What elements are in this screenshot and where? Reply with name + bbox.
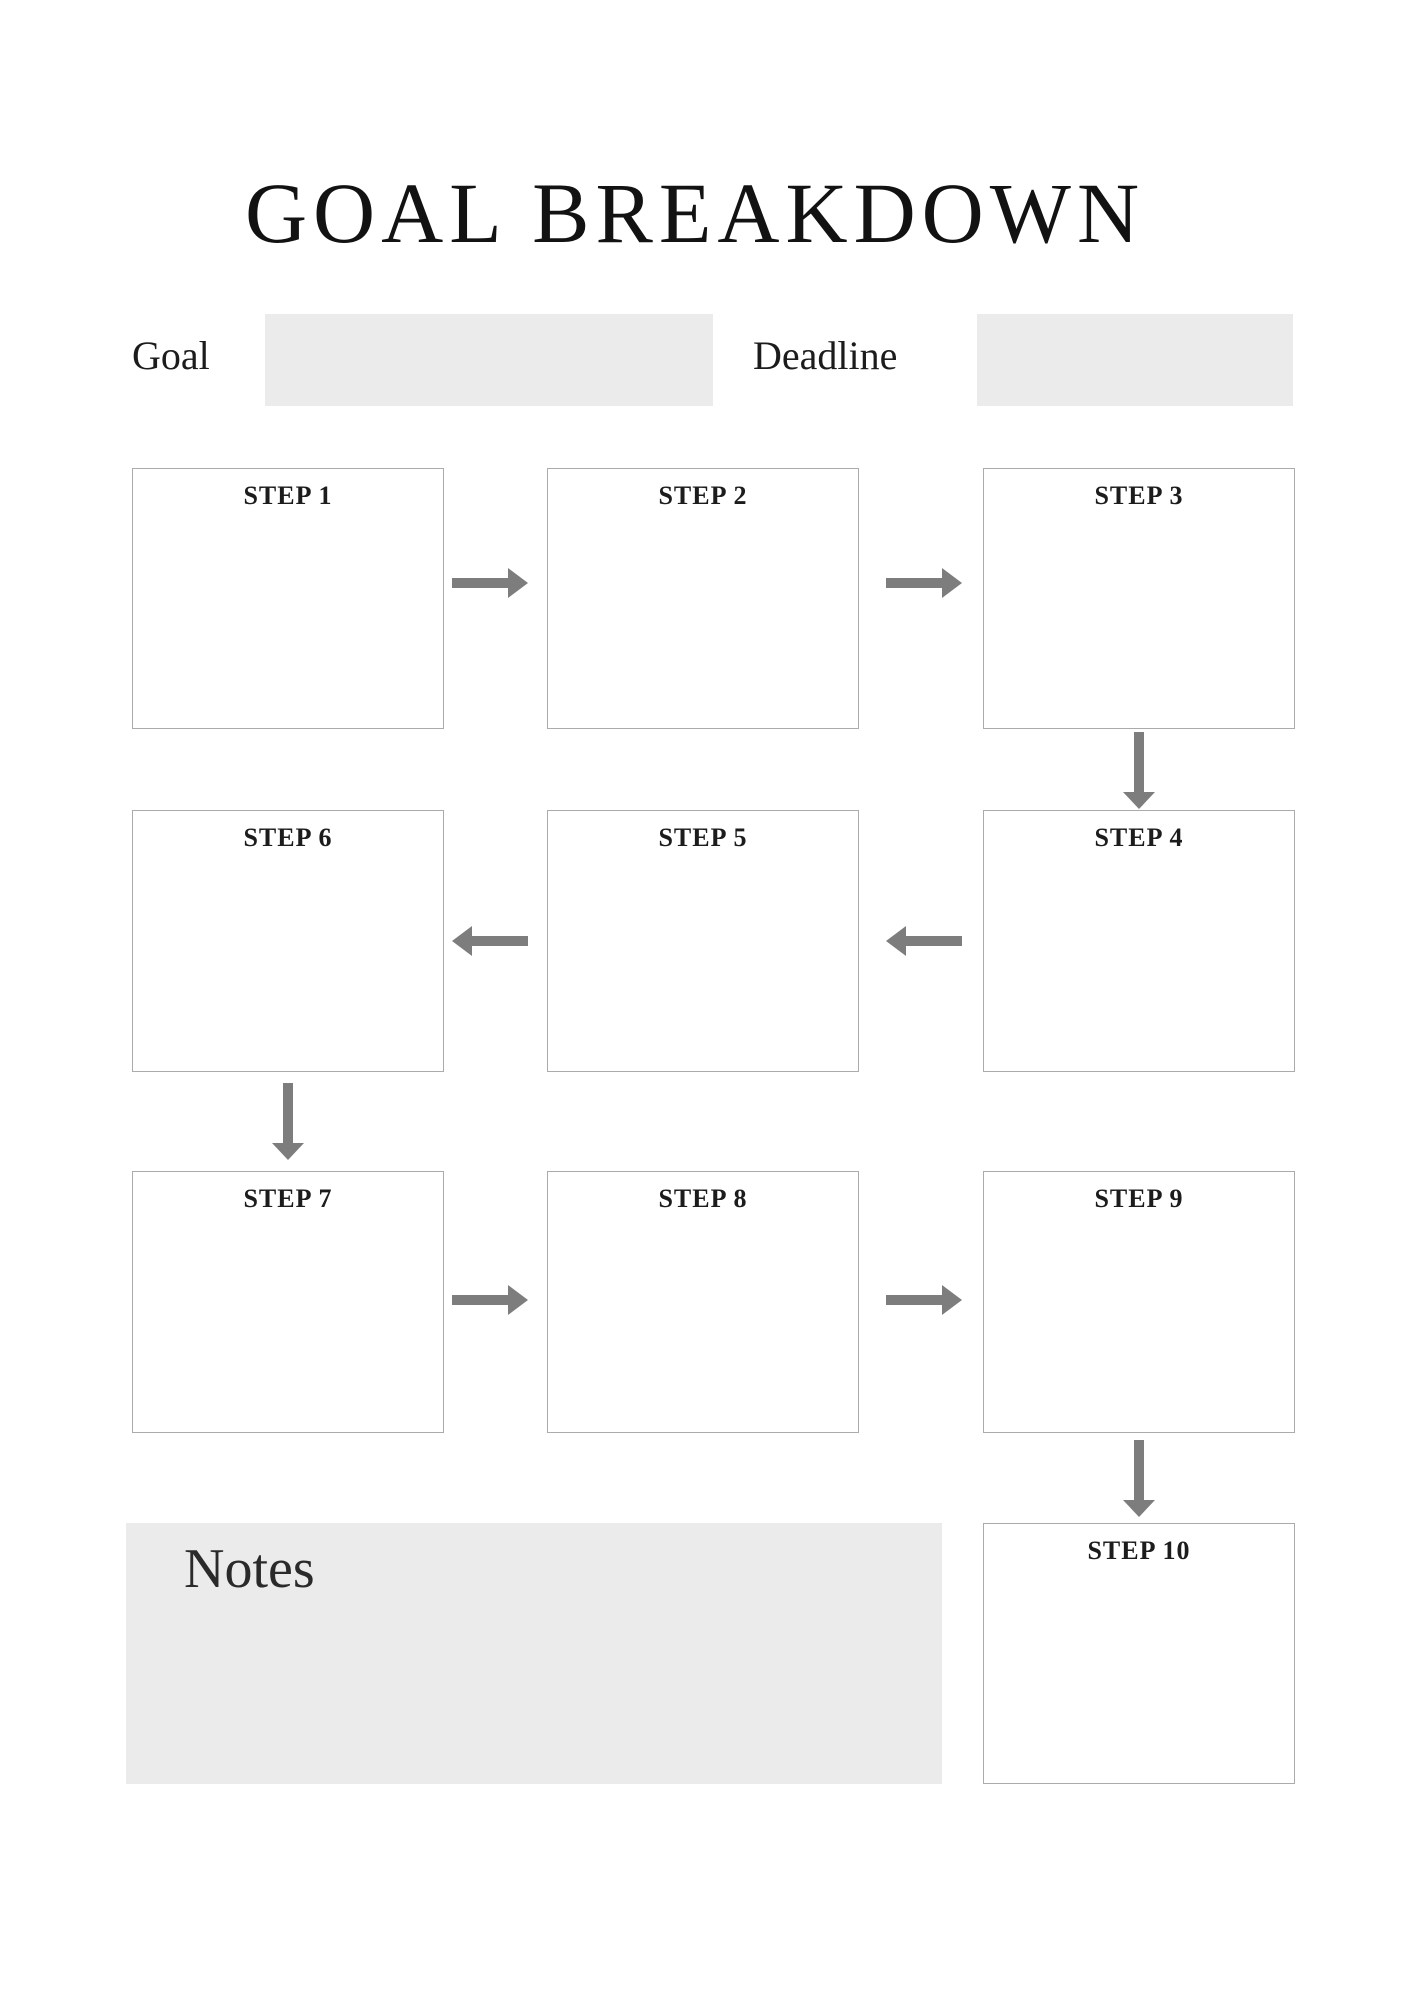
arrow-shaft [452, 578, 509, 588]
step-1-box[interactable]: STEP 1 [132, 468, 444, 729]
arrow-head [508, 568, 528, 598]
arrow-head [272, 1143, 304, 1160]
arrow-shaft [1134, 732, 1144, 792]
arrow-shaft [886, 1295, 943, 1305]
arrow-down-icon [272, 1083, 304, 1160]
arrow-head [942, 1285, 962, 1315]
step-8-box[interactable]: STEP 8 [547, 1171, 859, 1433]
step-10-box[interactable]: STEP 10 [983, 1523, 1295, 1784]
step-3-box[interactable]: STEP 3 [983, 468, 1295, 729]
step-8-label: STEP 8 [658, 1184, 748, 1213]
arrow-shaft [905, 936, 962, 946]
arrow-head [1123, 1500, 1155, 1517]
goal-input[interactable] [265, 314, 713, 406]
page-title: GOAL BREAKDOWN [244, 164, 1146, 261]
arrow-left-icon [452, 926, 528, 957]
step-2-label: STEP 2 [658, 481, 748, 510]
notes-label: Notes [184, 1538, 315, 1600]
arrow-shaft [1134, 1440, 1144, 1500]
arrow-shaft [283, 1083, 293, 1143]
arrow-down-icon [1123, 1440, 1155, 1517]
goal-label: Goal [132, 333, 210, 378]
step-2-box[interactable]: STEP 2 [547, 468, 859, 729]
step-4-box[interactable]: STEP 4 [983, 810, 1295, 1072]
step-6-label: STEP 6 [243, 823, 333, 852]
step-10-label: STEP 10 [1087, 1536, 1191, 1565]
step-6-box[interactable]: STEP 6 [132, 810, 444, 1072]
step-7-box[interactable]: STEP 7 [132, 1171, 444, 1433]
arrow-head [452, 926, 472, 956]
arrow-right-icon [452, 568, 528, 599]
arrow-shaft [452, 1295, 509, 1305]
deadline-input[interactable] [977, 314, 1293, 406]
step-7-label: STEP 7 [243, 1184, 333, 1213]
arrow-head [508, 1285, 528, 1315]
deadline-label: Deadline [753, 333, 898, 378]
arrow-head [1123, 792, 1155, 809]
arrow-right-icon [886, 1285, 962, 1316]
arrow-right-icon [886, 568, 962, 599]
step-4-label: STEP 4 [1094, 823, 1184, 852]
step-9-label: STEP 9 [1094, 1184, 1184, 1213]
step-5-label: STEP 5 [658, 823, 748, 852]
arrow-shaft [471, 936, 528, 946]
arrow-head [942, 568, 962, 598]
arrow-left-icon [886, 926, 962, 957]
step-5-box[interactable]: STEP 5 [547, 810, 859, 1072]
arrow-head [886, 926, 906, 956]
arrow-down-icon [1123, 732, 1155, 809]
arrow-right-icon [452, 1285, 528, 1316]
notes-box[interactable]: Notes [126, 1523, 942, 1784]
step-3-label: STEP 3 [1094, 481, 1184, 510]
step-1-label: STEP 1 [243, 481, 333, 510]
arrow-shaft [886, 578, 943, 588]
step-9-box[interactable]: STEP 9 [983, 1171, 1295, 1433]
